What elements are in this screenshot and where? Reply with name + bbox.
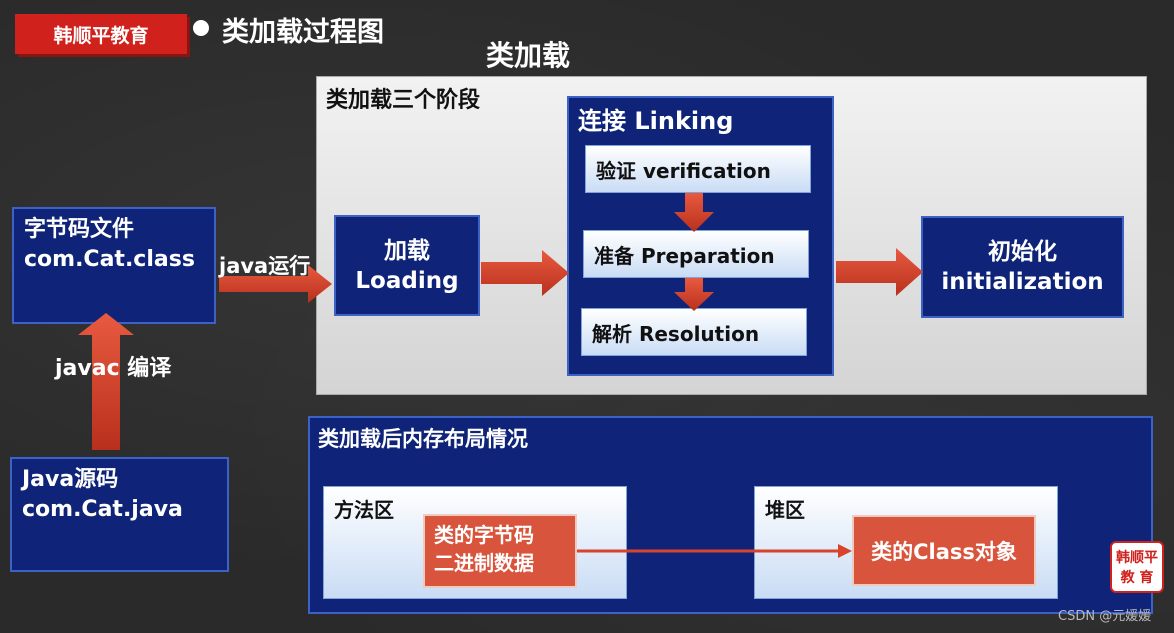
class-bytecode-line2: 二进制数据 [434,551,534,575]
bullet-icon [193,20,209,36]
page-title: 类加载过程图 [222,17,384,48]
loading-to-linking-arrow-icon [481,250,569,296]
memory-layout-label: 类加载后内存布局情况 [318,427,528,451]
brand-logo: 韩顺平 教 育 [1110,541,1164,593]
linking-label: 连接 Linking [578,107,734,135]
verification-box: 验证 verification [585,145,811,193]
initialization-box: 初始化 initialization [921,216,1124,318]
bytecode-file-line2: com.Cat.class [24,247,195,272]
stages-label: 类加载三个阶段 [326,88,481,113]
bytecode-to-class-arrowhead-icon [838,544,852,558]
java-run-arrow-icon [219,265,332,303]
brand-logo-line1: 韩顺平 [1116,550,1158,566]
linking-to-init-arrow-icon [836,248,923,296]
class-object-box: 类的Class对象 [852,515,1036,586]
loading-box: 加载 Loading [334,215,480,316]
diagram-subtitle: 类加载 [486,39,571,72]
javac-arrow-icon [78,313,134,450]
bytecode-file-box: 字节码文件 com.Cat.class [12,207,216,324]
verify-to-prepare-arrow-icon [674,193,714,232]
javac-label: javac 编译 [55,356,172,381]
initialization-line1: 初始化 [988,239,1057,265]
loading-line1: 加载 [384,237,430,264]
class-bytecode-line1: 类的字节码 [434,523,534,547]
java-source-box: Java源码 com.Cat.java [10,457,229,572]
method-area-label: 方法区 [334,498,394,522]
bytecode-file-line1: 字节码文件 [24,217,135,242]
java-source-line1: Java源码 [22,467,119,492]
preparation-box: 准备 Preparation [583,230,809,278]
prepare-to-resolve-arrow-icon [674,278,714,311]
loading-line2: Loading [355,267,459,294]
heap-area-label: 堆区 [765,498,805,522]
java-source-line2: com.Cat.java [22,497,183,522]
class-bytecode-box: 类的字节码 二进制数据 [423,514,577,588]
brand-logo-line2: 教 育 [1120,570,1154,586]
initialization-line2: initialization [941,269,1104,295]
brand-badge: 韩顺平教育 [15,14,187,54]
resolution-box: 解析 Resolution [581,308,807,356]
csdn-watermark: CSDN @元媛媛 [1058,609,1152,624]
java-run-label: java运行 [219,254,311,278]
